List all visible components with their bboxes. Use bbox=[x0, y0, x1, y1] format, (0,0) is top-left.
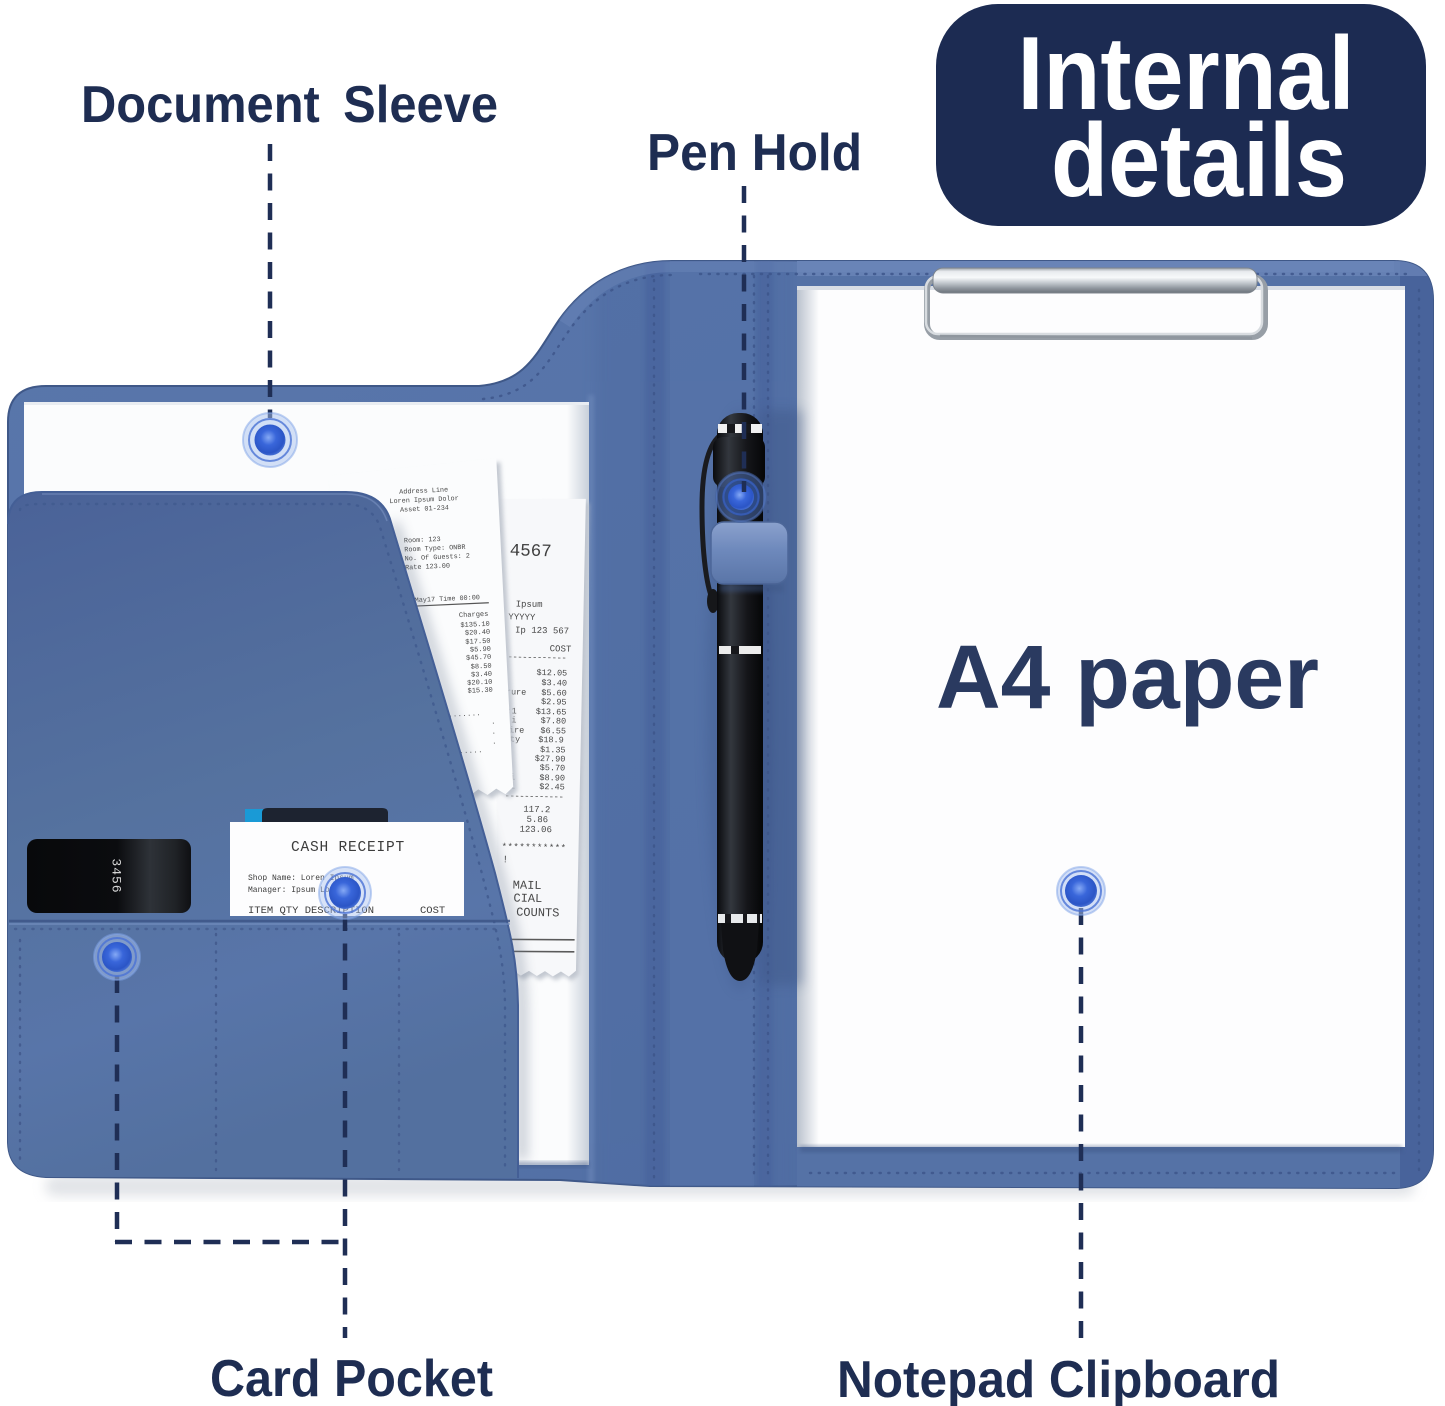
svg-text:------------: ------------ bbox=[504, 791, 563, 802]
svg-text:4567: 4567 bbox=[510, 541, 552, 562]
svg-text:No. Of Guests: 2: No. Of Guests: 2 bbox=[405, 553, 471, 564]
svg-text:$5.60: $5.60 bbox=[541, 688, 567, 699]
svg-text:$27.90: $27.90 bbox=[535, 754, 566, 765]
svg-text:Room: 123: Room: 123 bbox=[404, 536, 441, 546]
svg-text:Address Line: Address Line bbox=[399, 486, 448, 496]
svg-text:$45.70: $45.70 bbox=[466, 654, 492, 663]
svg-text:5.86: 5.86 bbox=[526, 815, 548, 825]
svg-text:Ip 123 567: Ip 123 567 bbox=[515, 625, 569, 636]
svg-text:Internal: Internal bbox=[1018, 16, 1355, 132]
svg-text:6May17 Time 00:00: 6May17 Time 00:00 bbox=[410, 594, 480, 605]
svg-text:COST: COST bbox=[550, 644, 572, 654]
svg-text:.........: ......... bbox=[439, 710, 482, 720]
svg-text:.: . bbox=[492, 739, 497, 747]
svg-text:$15.30: $15.30 bbox=[467, 687, 493, 696]
svg-text:$7.80: $7.80 bbox=[541, 716, 567, 727]
svg-text:!: ! bbox=[502, 855, 508, 866]
svg-text:.: . bbox=[491, 719, 496, 727]
svg-text:Loren Ipsum Dolor: Loren Ipsum Dolor bbox=[389, 495, 459, 506]
svg-text:$3.40: $3.40 bbox=[471, 671, 492, 680]
svg-text:Shop Name: Loren Ipsum: Shop Name: Loren Ipsum bbox=[248, 874, 354, 883]
svg-text:$13.65: $13.65 bbox=[536, 707, 567, 718]
svg-text:Document Sleeve: Document Sleeve bbox=[81, 76, 498, 134]
svg-text:$6.55: $6.55 bbox=[540, 726, 566, 737]
svg-text:$18.9: $18.9 bbox=[538, 735, 564, 746]
svg-text:$12.05: $12.05 bbox=[536, 668, 567, 679]
svg-text:Rate 123.00: Rate 123.00 bbox=[405, 562, 450, 572]
svg-text:COST: COST bbox=[420, 905, 445, 917]
svg-text:$8.90: $8.90 bbox=[539, 773, 565, 784]
svg-text:YYYYY: YYYYY bbox=[508, 612, 536, 623]
svg-text:Ipsum: Ipsum bbox=[516, 599, 543, 610]
svg-text:Charges: Charges bbox=[459, 611, 489, 620]
svg-text:$17.50: $17.50 bbox=[465, 638, 491, 647]
svg-text:------------: ------------ bbox=[507, 652, 566, 663]
svg-text:.: . bbox=[492, 729, 497, 737]
svg-text:A4 paper: A4 paper bbox=[936, 628, 1319, 728]
svg-text:117.2: 117.2 bbox=[523, 805, 550, 816]
svg-text:Pen Hold: Pen Hold bbox=[647, 124, 862, 182]
svg-text:irure: irure bbox=[501, 687, 527, 698]
svg-text:123.06: 123.06 bbox=[519, 825, 552, 836]
svg-text:$135.10: $135.10 bbox=[460, 621, 490, 630]
svg-text:MAIL: MAIL bbox=[513, 878, 542, 893]
svg-text:$1.35: $1.35 bbox=[540, 745, 566, 756]
svg-text:***********: *********** bbox=[501, 842, 566, 853]
svg-text:$5.70: $5.70 bbox=[540, 763, 566, 774]
svg-text:Card Pocket: Card Pocket bbox=[210, 1350, 493, 1406]
svg-text:$8.50: $8.50 bbox=[471, 663, 492, 672]
svg-text:ire: ire bbox=[509, 725, 525, 735]
svg-text:$5.90: $5.90 bbox=[470, 646, 491, 655]
svg-text:$20.10: $20.10 bbox=[467, 679, 493, 688]
svg-text:COUNTS: COUNTS bbox=[516, 906, 560, 921]
svg-text:Notepad Clipboard: Notepad Clipboard bbox=[837, 1351, 1280, 1406]
svg-text:details: details bbox=[1051, 103, 1347, 219]
svg-text:$3.40: $3.40 bbox=[541, 678, 567, 689]
svg-text:$20.40: $20.40 bbox=[465, 629, 491, 638]
svg-text:$2.45: $2.45 bbox=[539, 782, 565, 793]
svg-text:Room Type: ONBR: Room Type: ONBR bbox=[404, 544, 465, 555]
svg-text:Manager: Ipsum Lorem: Manager: Ipsum Lorem bbox=[248, 886, 344, 895]
svg-text:CIAL: CIAL bbox=[513, 891, 542, 906]
svg-text:$2.95: $2.95 bbox=[541, 697, 567, 708]
svg-text:CASH RECEIPT: CASH RECEIPT bbox=[291, 840, 405, 856]
svg-text:Asset 01-234: Asset 01-234 bbox=[400, 504, 449, 514]
svg-text:3456: 3456 bbox=[109, 858, 124, 893]
